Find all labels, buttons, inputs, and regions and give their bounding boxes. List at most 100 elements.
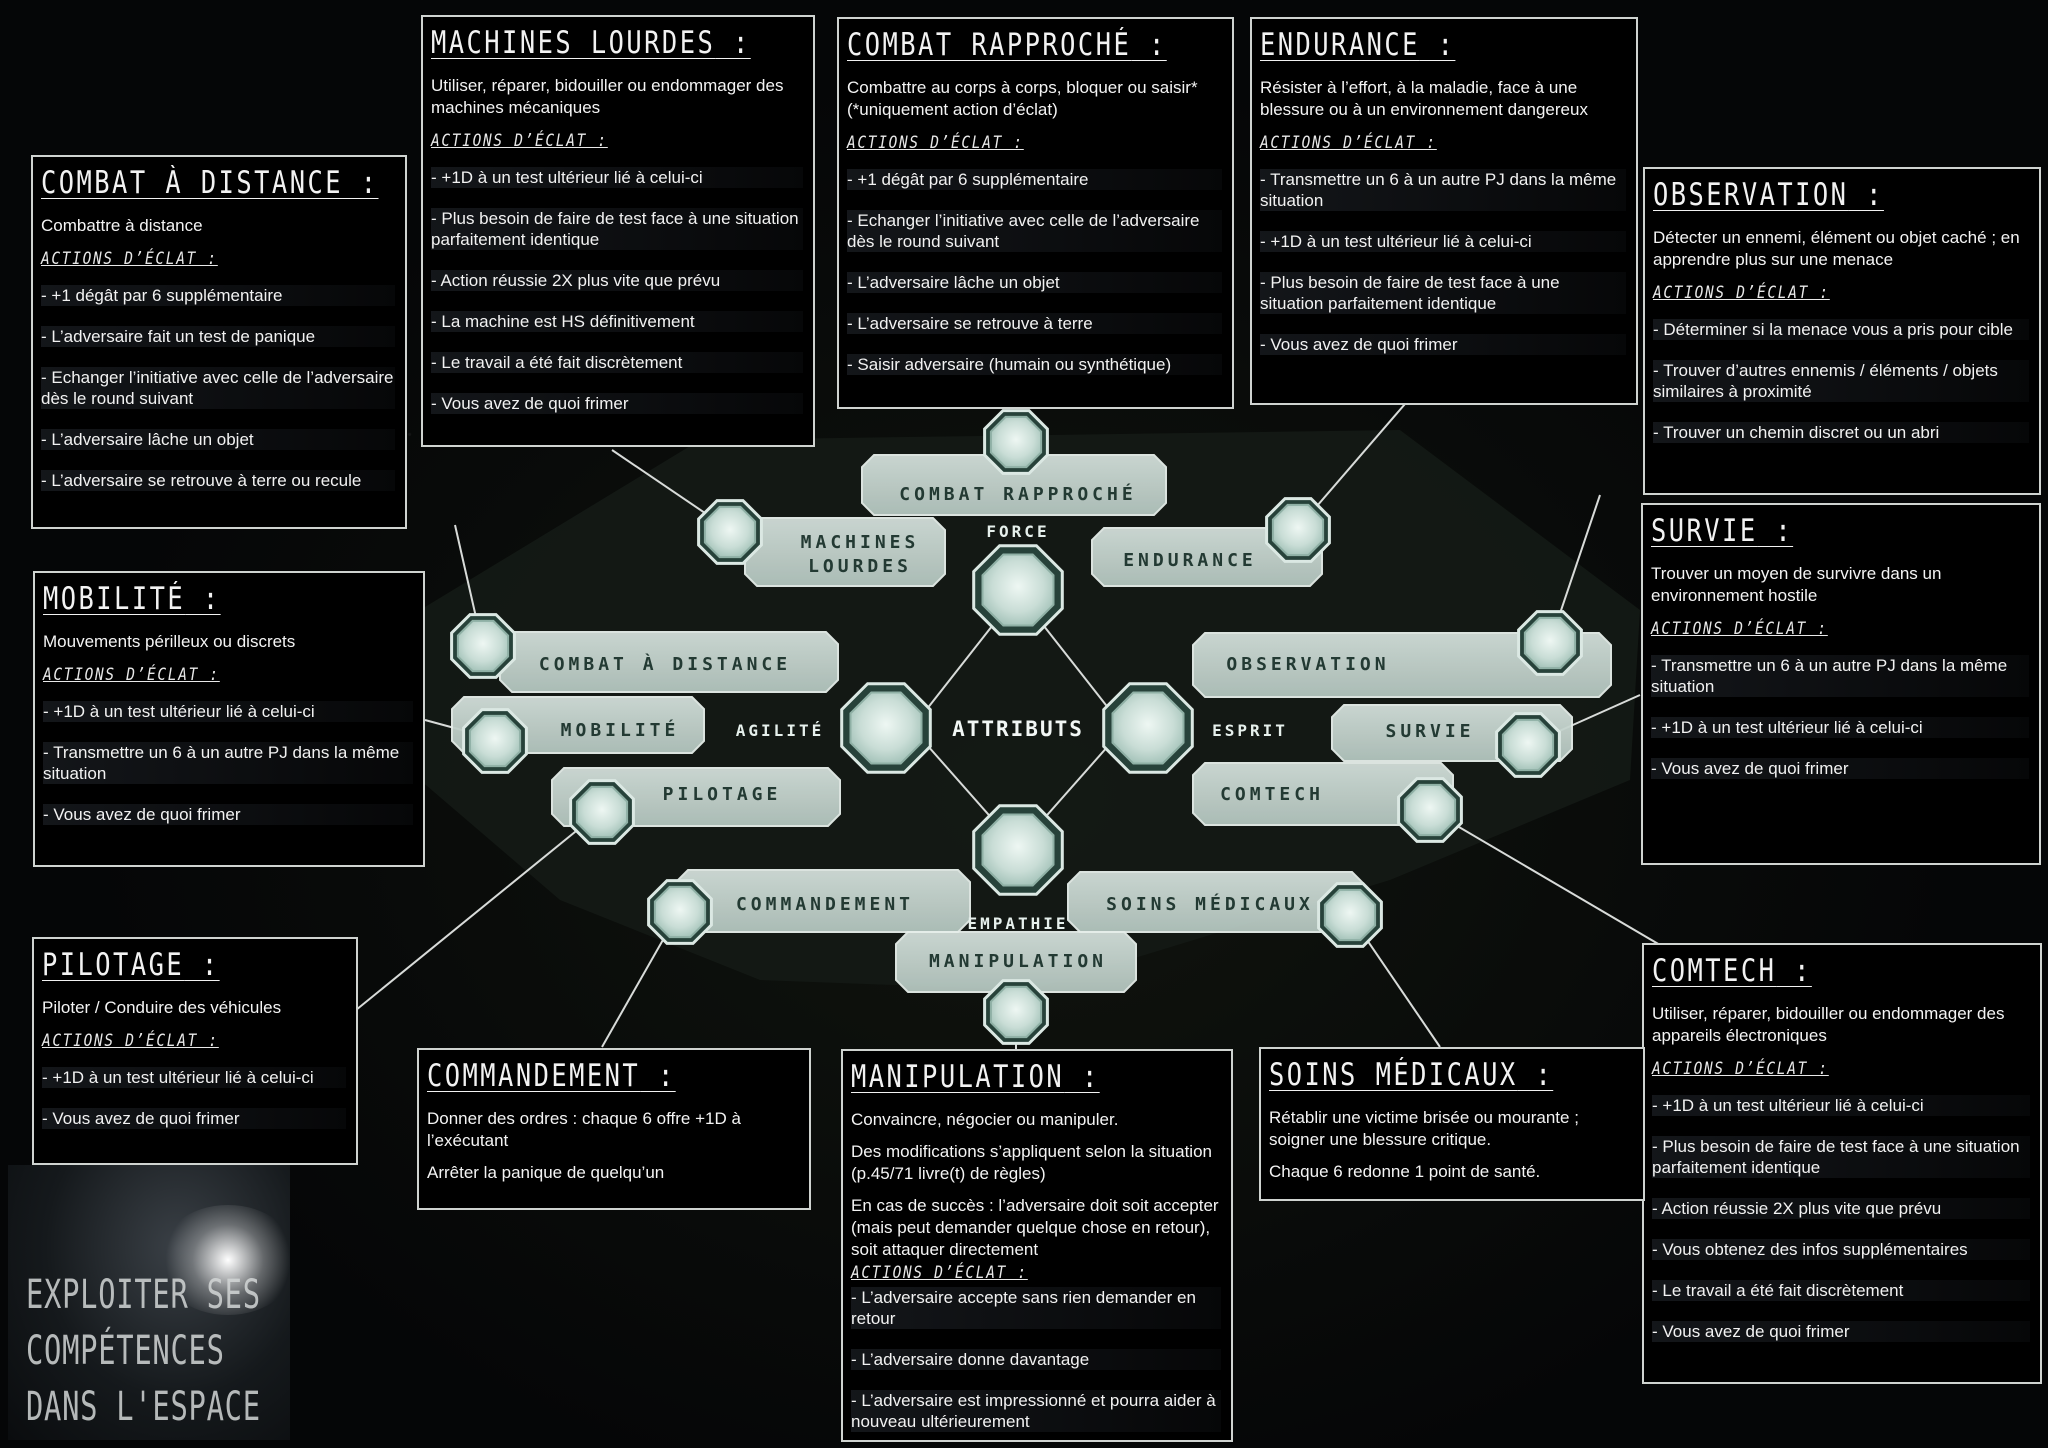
action-item: Transmettre un 6 à un autre PJ dans la m… (1651, 655, 2029, 697)
skill-node (462, 708, 528, 774)
card-description: Piloter / Conduire des véhicules (42, 998, 282, 1017)
actions-label: ACTIONS D’ÉCLAT (1260, 133, 1571, 153)
actions-label: ACTIONS D’ÉCLAT (847, 133, 1166, 153)
actions-label: ACTIONS D’ÉCLAT (431, 131, 747, 151)
actions-list: Transmettre un 6 à un autre PJ dans la m… (1260, 169, 1626, 355)
desc-line: Arrêter la panique de quelqu’un (427, 1163, 665, 1182)
card-manipulation: MANIPULATION Convaincre, négocier ou man… (841, 1049, 1233, 1442)
node-core (1403, 783, 1457, 837)
node-core (849, 691, 923, 765)
node-core (1271, 503, 1325, 557)
action-item: Action réussie 2X plus vite que prévu (1652, 1198, 2030, 1219)
action-item: L’adversaire lâche un objet (41, 429, 395, 450)
card-description: Utiliser, réparer, bidouiller ou endomma… (431, 76, 784, 117)
card-title: MOBILITÉ (43, 581, 346, 617)
card-soins-medicaux: SOINS MÉDICAUX Rétablir une victime bris… (1259, 1047, 1645, 1201)
skill-node (1265, 497, 1331, 563)
attribute-node-empathie (972, 804, 1064, 896)
actions-list: +1D à un test ultérieur lié à celui-ciTr… (43, 701, 413, 825)
node-core (468, 714, 522, 768)
action-item: +1D à un test ultérieur lié à celui-ci (42, 1067, 346, 1088)
card-survie: SURVIE Trouver un moyen de survivre dans… (1641, 503, 2041, 865)
actions-list: +1 dégât par 6 supplémentaireL’adversair… (41, 285, 395, 491)
desc-line: Rétablir une victime brisée ou mourante … (1269, 1108, 1579, 1149)
actions-list: L’adversaire accepte sans rien demander … (851, 1287, 1221, 1432)
card-title: OBSERVATION (1653, 177, 1961, 213)
node-core (1111, 691, 1185, 765)
action-item: Vous avez de quoi frimer (42, 1108, 346, 1129)
actions-list: Transmettre un 6 à un autre PJ dans la m… (1651, 655, 2029, 779)
card-combat-rapproche: COMBAT RAPPROCHÉ Combattre au corps à co… (837, 17, 1234, 409)
action-item: +1D à un test ultérieur lié à celui-ci (1651, 717, 2029, 738)
poster-title-line: COMPÉTENCES (26, 1328, 225, 1374)
desc-line: Chaque 6 redonne 1 point de santé. (1269, 1162, 1541, 1181)
attribute-node-esprit (1102, 682, 1194, 774)
action-item: Vous avez de quoi frimer (431, 393, 803, 414)
skill-node (1517, 610, 1583, 676)
card-description: Combattre à distance (41, 216, 203, 235)
card-title: SURVIE (1651, 513, 1961, 549)
action-item: L’adversaire se retrouve à terre ou recu… (41, 470, 395, 491)
action-item: Echanger l’initiative avec celle de l’ad… (847, 210, 1222, 252)
desc-line: En cas de succès : l’adversaire doit soi… (851, 1196, 1219, 1259)
skill-label: COMTECH (1220, 784, 1324, 805)
actions-label: ACTIONS D’ÉCLAT (1651, 619, 1972, 639)
attribute-node-agilite (840, 682, 932, 774)
action-item: Action réussie 2X plus vite que prévu (431, 270, 803, 291)
card-title: ENDURANCE (1260, 27, 1560, 63)
skill-label: SURVIE (1385, 721, 1474, 742)
card-pilotage: PILOTAGE Piloter / Conduire des véhicule… (32, 937, 358, 1165)
action-item: Déterminer si la menace vous a pris pour… (1653, 319, 2029, 340)
action-item: +1 dégât par 6 supplémentaire (847, 169, 1222, 190)
node-core (653, 885, 707, 939)
skill-node (983, 409, 1049, 475)
skill-label: MOBILITÉ (561, 719, 680, 741)
card-title: COMTECH (1652, 953, 1962, 989)
action-item: Saisir adversaire (humain ou synthétique… (847, 354, 1222, 375)
action-item: +1 dégât par 6 supplémentaire (41, 285, 395, 306)
node-core (989, 415, 1043, 469)
action-item: Trouver un chemin discret ou un abri (1653, 422, 2029, 443)
action-item: Transmettre un 6 à un autre PJ dans la m… (43, 742, 413, 784)
skill-node (1317, 882, 1383, 948)
actions-label: ACTIONS D’ÉCLAT (1652, 1059, 1973, 1079)
action-item: Plus besoin de faire de test face à une … (1260, 272, 1626, 314)
skill-label: PILOTAGE (663, 784, 782, 805)
action-item: Vous avez de quoi frimer (1652, 1321, 2030, 1342)
attribute-label-empathie: EMPATHIE (967, 914, 1068, 933)
card-description: Mouvements périlleux ou discrets (43, 632, 296, 651)
card-description: Combattre au corps à corps, bloquer ou s… (847, 78, 1198, 119)
action-item: Transmettre un 6 à un autre PJ dans la m… (1260, 169, 1626, 211)
skill-label: COMBAT À DISTANCE (539, 653, 791, 675)
action-item: +1D à un test ultérieur lié à celui-ci (431, 167, 803, 188)
node-core (703, 505, 757, 559)
actions-label: ACTIONS D’ÉCLAT (1653, 283, 1973, 303)
helmet-light (158, 1205, 290, 1315)
actions-list: +1D à un test ultérieur lié à celui-ciPl… (1652, 1095, 2030, 1342)
attribute-node-force (972, 544, 1064, 636)
skill-label: MACHINES (801, 532, 920, 553)
action-item: Plus besoin de faire de test face à une … (431, 208, 803, 250)
card-observation: OBSERVATION Détecter un ennemi, élément … (1643, 167, 2041, 495)
action-item: L’adversaire donne davantage (851, 1349, 1221, 1370)
card-title: COMMANDEMENT (427, 1058, 732, 1094)
skill-node (1397, 777, 1463, 843)
action-item: Le travail a été fait discrètement (431, 352, 803, 373)
ship-silhouette (420, 430, 1640, 990)
skill-label: OBSERVATION (1226, 654, 1389, 675)
node-core (1323, 888, 1377, 942)
attribute-label-agilite: AGILITÉ (736, 721, 824, 740)
skill-plate (861, 454, 1167, 516)
skill-label: MANIPULATION (929, 951, 1107, 972)
actions-label: ACTIONS D’ÉCLAT (41, 249, 342, 269)
skill-plate (1192, 632, 1612, 698)
skill-node (647, 879, 713, 945)
poster-title: EXPLOITER SES COMPÉTENCES DANS L'ESPACE (26, 1267, 261, 1435)
card-description: Détecter un ennemi, élément ou objet cac… (1653, 228, 2020, 269)
desc-line: Des modifications s’appliquent selon la … (851, 1142, 1212, 1183)
card-description: Résister à l’effort, à la maladie, face … (1260, 78, 1588, 119)
skill-label: COMBAT RAPPROCHÉ (899, 483, 1136, 505)
attribute-label-force: FORCE (986, 522, 1049, 541)
action-item: L’adversaire se retrouve à terre (847, 313, 1222, 334)
